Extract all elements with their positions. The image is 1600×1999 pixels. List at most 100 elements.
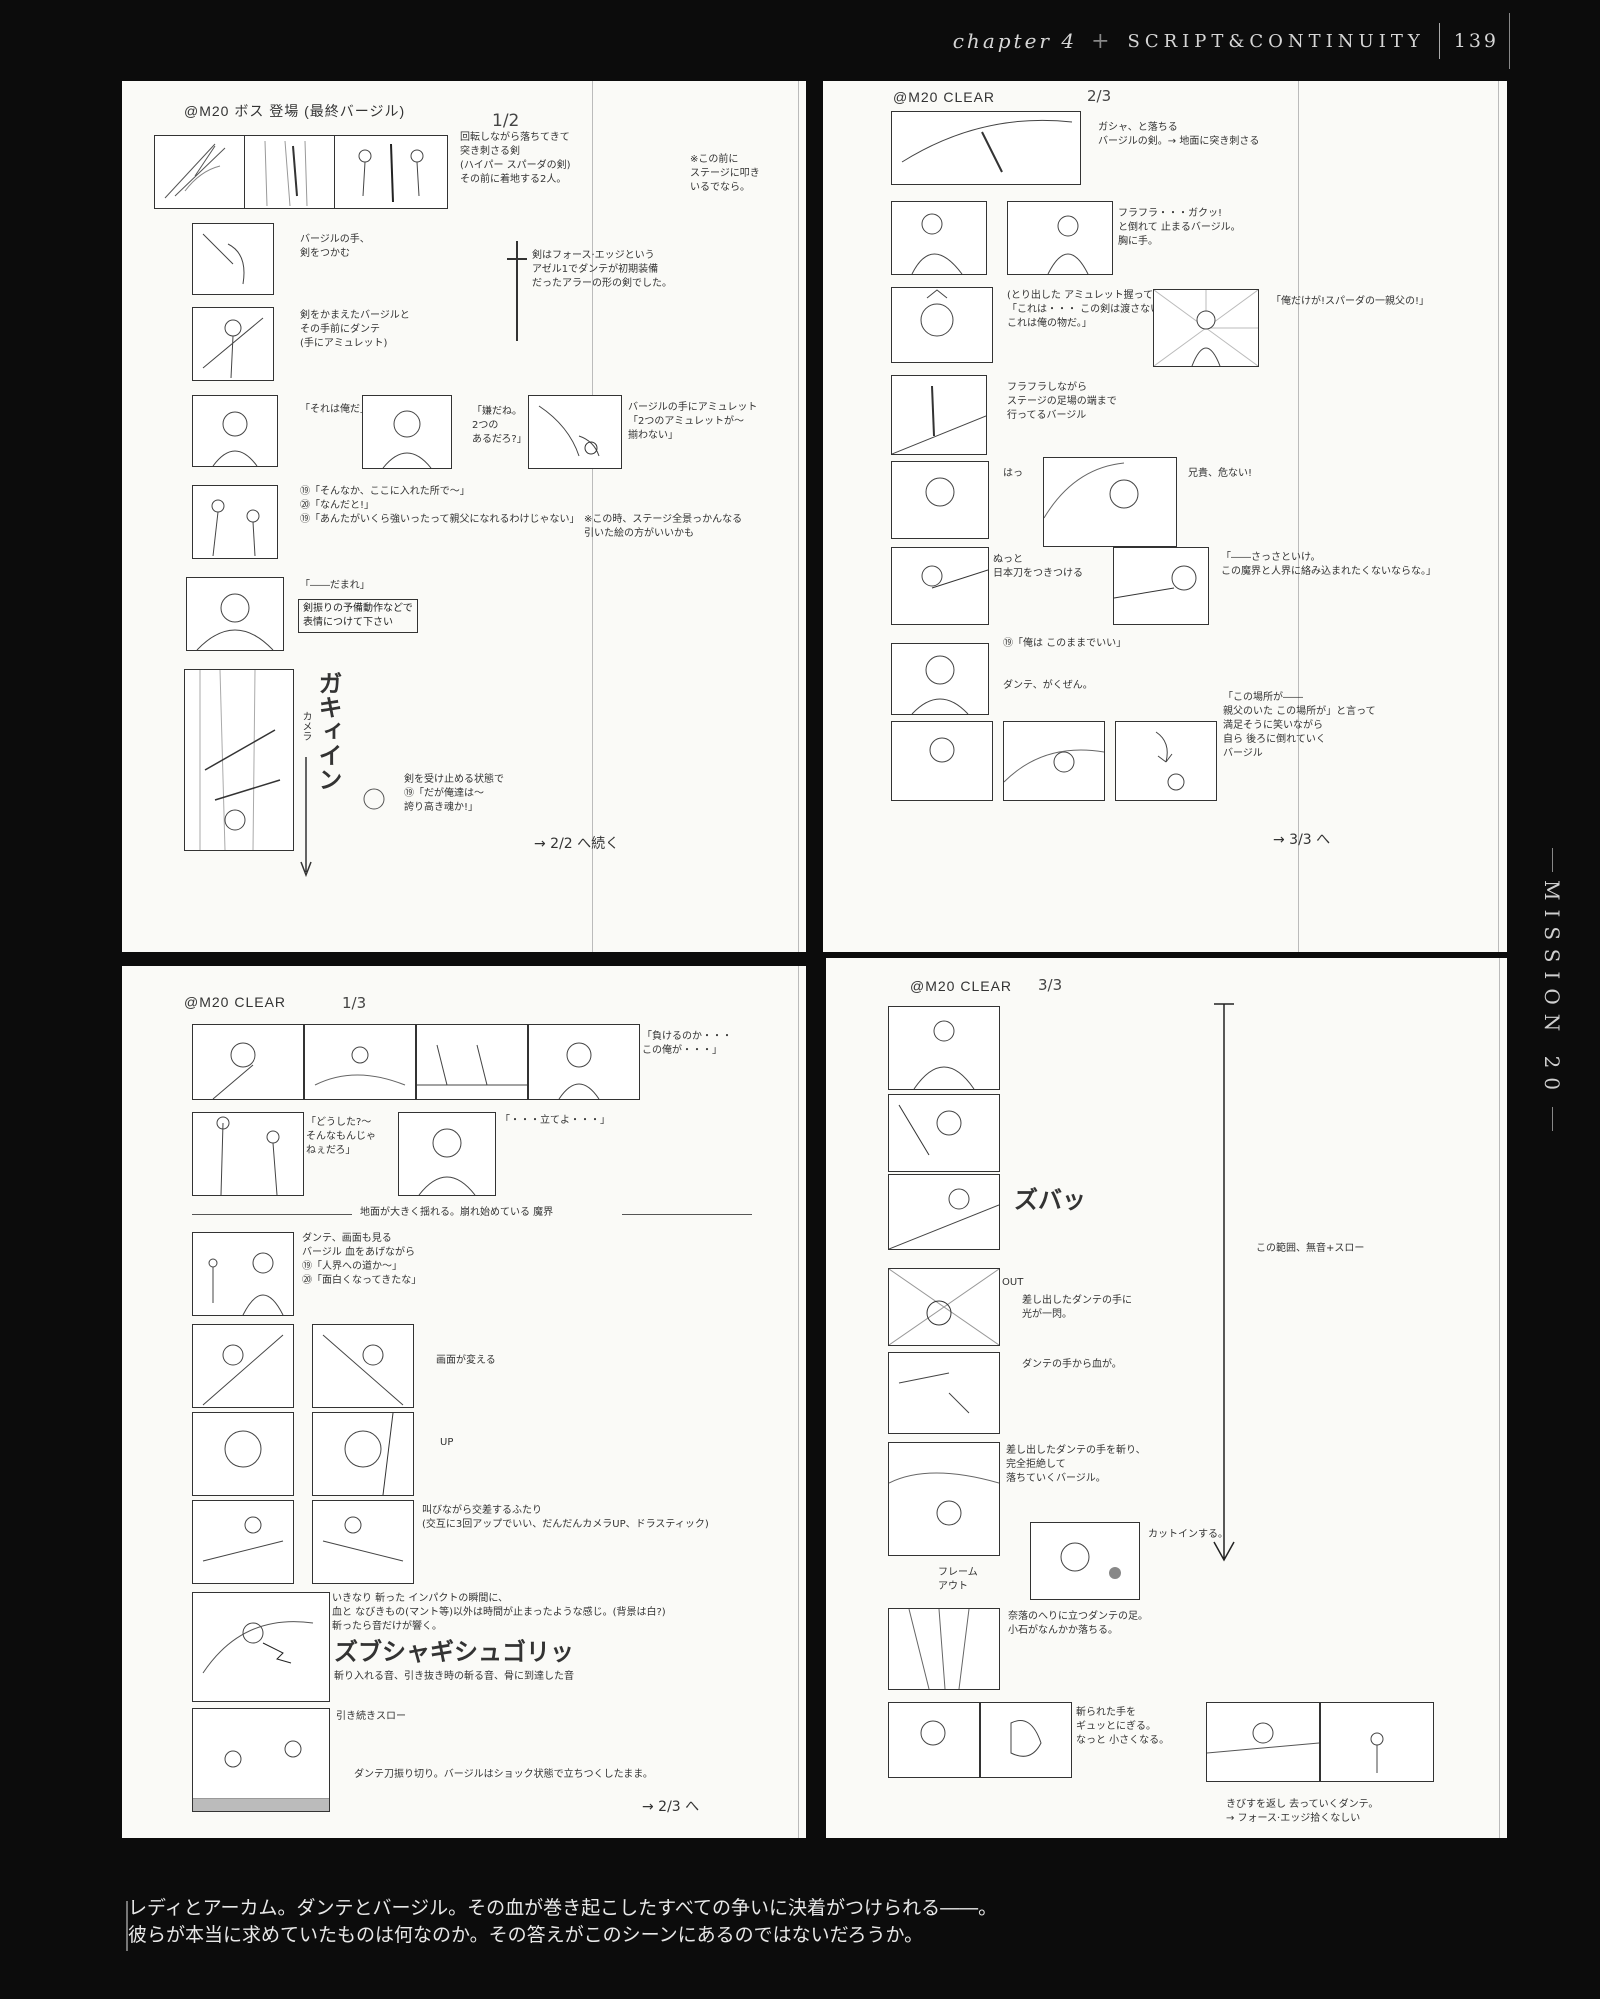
continuation-mark: → 3/3 へ	[1273, 832, 1331, 848]
continuation-mark: → 2/2 へ続く	[534, 836, 620, 852]
chapter-label: chapter 4	[952, 29, 1078, 53]
storyboard-panel	[888, 1442, 1000, 1556]
edge-line	[1498, 81, 1499, 952]
storyboard-panel	[888, 1268, 1000, 1346]
plus-ornament-icon: +	[1091, 28, 1114, 54]
side-rule-bottom	[1551, 1107, 1553, 1132]
direction-note: ダンテ刀振り切り。バージルはショック状態で立ちつくしたまま。	[354, 1769, 653, 1780]
direction-note: OUT	[1002, 1277, 1024, 1288]
storyboard-panel	[362, 395, 452, 469]
direction-note: 差し出したダンテの手に 光が一閃。	[1022, 1295, 1132, 1320]
dialogue-note: ⑲「俺は このままでいい」	[1003, 638, 1127, 649]
storyboard-panel	[891, 721, 993, 801]
storyboard-panel	[398, 1112, 496, 1196]
edge-line	[1499, 958, 1500, 1838]
storyboard-panel	[192, 1592, 330, 1702]
storyboard-panel	[528, 1024, 640, 1100]
storyboard-panel	[192, 223, 274, 295]
sheet-page-mark: 3/3	[1038, 976, 1063, 994]
direction-note: 奈落のへりに立つダンテの足。 小石がなんかか落ちる。	[1008, 1611, 1148, 1636]
storyboard-panel	[528, 395, 622, 469]
dialogue-note: 「負けるのか・・・ この俺が・・・」	[642, 1031, 732, 1056]
dialogue-note: 兄貴、危ない!	[1188, 468, 1253, 479]
scene-divider	[192, 1214, 352, 1215]
direction-note: 斬られた手を ギュッとにぎる。 なっと 小さくなる。	[1076, 1707, 1170, 1746]
dialogue-note: ダンテ、画面も見る バージル 血をあげながら ⑲「人界への道か〜」 ⑳「面白くな…	[302, 1233, 422, 1286]
direction-note: UP	[440, 1437, 454, 1448]
mission-label: MISSION 20	[1540, 880, 1564, 1100]
storyboard-panel	[888, 1094, 1000, 1172]
running-header: chapter 4 + SCRIPT&CONTINUITY 139	[952, 13, 1510, 69]
direction-note: カットインする。	[1148, 1529, 1228, 1540]
storyboard-panel	[184, 669, 294, 851]
direction-note: きびすを返し 去っていくダンテ。 → フォース·エッジ拾くなしい	[1226, 1799, 1379, 1824]
sheet-title: @M20 ボス 登場 (最終バージル)	[184, 103, 406, 119]
storyboard-panel	[891, 375, 987, 455]
storyboard-panel	[891, 201, 987, 275]
face-sketch-icon	[363, 788, 385, 810]
dialogue-note: 「――さっさといけ。 この魔界と人界に絡み込まれたくないならな。」	[1221, 552, 1436, 577]
edge-line	[798, 81, 799, 952]
storyboard-panel	[304, 1024, 416, 1100]
margin-line	[1298, 81, 1299, 952]
range-note: この範囲、無音+スロー	[1256, 1243, 1365, 1254]
dialogue-note: 「それは俺だ」	[300, 404, 370, 415]
storyboard-panel	[888, 1006, 1000, 1090]
caption-line: レディとアーカム。ダンテとバージル。その血が巻き起こしたすべての争いに決着がつけ…	[128, 1897, 998, 1919]
storyboard-panel	[1003, 721, 1105, 801]
storyboard-panel	[1043, 457, 1177, 547]
direction-note: ガシャ、と落ちる バージルの剣。→ 地面に突き刺さる	[1098, 122, 1260, 147]
storyboard-panel	[891, 643, 989, 715]
storyboard-panel	[888, 1608, 1000, 1690]
side-rule-top	[1551, 848, 1553, 872]
storyboard-panel	[1030, 1522, 1140, 1600]
page-number: 139	[1453, 30, 1499, 52]
direction-note: 「この場所が―― 親父のいた この場所が」と言って 満足そうに笑いながら 自ら …	[1223, 692, 1376, 759]
storyboard-panel	[888, 1174, 1000, 1250]
direction-note: フレーム アウト	[938, 1567, 978, 1592]
storyboard-panel	[192, 1232, 294, 1316]
storyboard-panel	[192, 1708, 330, 1812]
direction-note: バージルの手、 剣をつかむ	[300, 234, 370, 259]
storyboard-panel	[312, 1324, 414, 1408]
storyboard-panel	[1007, 201, 1113, 275]
camera-label: カメラ	[300, 711, 311, 741]
sheet-page-mark: 1/3	[342, 994, 367, 1012]
continuation-mark: → 2/3 へ	[642, 1799, 700, 1815]
sound-effect-text: ズブシャギシュゴリッ	[334, 1638, 574, 1666]
page-caption: レディとアーカム。ダンテとバージル。その血が巻き起こしたすべての争いに決着がつけ…	[128, 1895, 1428, 1949]
storyboard-panel	[891, 461, 989, 539]
direction-note: いきなり 斬った インパクトの瞬間に、 血と なびきもの(マント等)以外は時間が…	[332, 1593, 666, 1632]
dialogue-note: 「俺だけが!スパーダの一親父の!」	[1271, 296, 1430, 307]
storyboard-panel	[192, 307, 274, 381]
storyboard-panel	[980, 1702, 1072, 1778]
direction-note: バージルの手にアミュレット 「2つのアミュレットが〜 揃わない」	[628, 402, 758, 441]
storyboard-panel	[192, 1024, 304, 1100]
direction-note: 斬り入れる音、引き抜き時の斬る音、骨に到達した音	[334, 1671, 574, 1682]
direction-note: 叫びながら交差するふたり (交互に3回アップでいい、だんだんカメラUP、ドラステ…	[422, 1505, 709, 1530]
direction-note: 剣はフォース·エッジという アゼル1でダンテが初期装備 だったアラーの形の剣でし…	[532, 250, 672, 289]
section-title: SCRIPT&CONTINUITY	[1127, 30, 1425, 52]
direction-note: 回転しながら落ちてきて 突き刺さる剣 (ハイパー スパーダの剣) その前に着地す…	[460, 132, 571, 185]
sound-effect-text: ズバッ	[1014, 1186, 1086, 1214]
storyboard-panel	[891, 111, 1081, 185]
storyboard-sheet-top-right: @M20 CLEAR 2/3 ガシャ、と落ちる バージルの剣。→ 地面に突き刺さ…	[823, 81, 1507, 952]
storyboard-panel	[312, 1412, 414, 1496]
caption-line: 彼らが本当に求めていたものは何なのか。その答えがこのシーンにあるのではないだろう…	[128, 1924, 924, 1946]
direction-note: 画面が変える	[436, 1355, 496, 1366]
header-divider	[1438, 23, 1440, 59]
storyboard-panel	[891, 287, 993, 363]
dialogue-note: 「――だまれ」	[300, 580, 370, 591]
storyboard-panel	[192, 1412, 294, 1496]
direction-note: 差し出したダンテの手を斬り、 完全拒絶して 落ちていくバージル。	[1006, 1445, 1146, 1484]
storyboard-panel	[416, 1024, 528, 1100]
side-mission-label: MISSION 20	[1536, 848, 1568, 1138]
dialogue-note: 「嫌だね。 2つの あるだろ?」	[472, 406, 527, 445]
camera-down-arrow-icon	[300, 757, 312, 877]
edge-line	[798, 966, 799, 1838]
storyboard-panel	[312, 1500, 414, 1584]
storyboard-panel	[192, 1500, 294, 1584]
storyboard-panel	[334, 135, 448, 209]
dialogue-note: 「・・・立てよ・・・」	[500, 1115, 610, 1126]
storyboard-panel	[1115, 721, 1217, 801]
